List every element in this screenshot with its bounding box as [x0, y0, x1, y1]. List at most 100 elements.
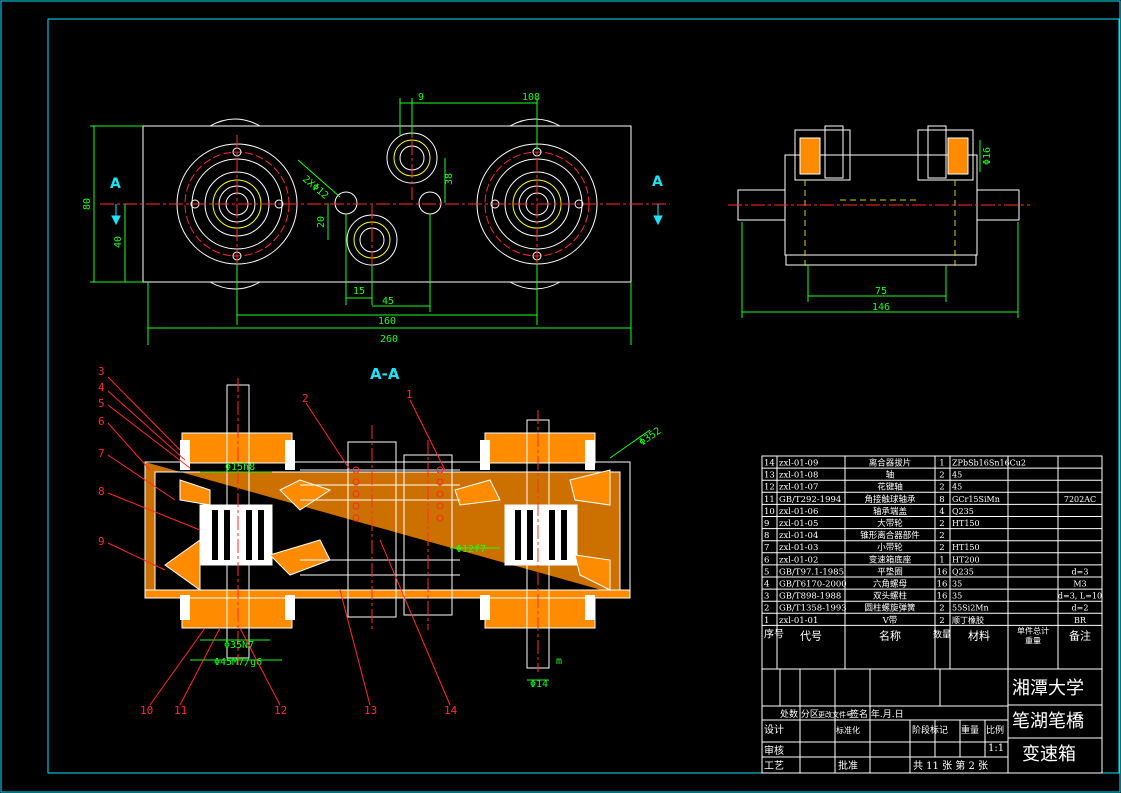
- section-mark-left: A: [110, 176, 121, 192]
- parts-header-code: 代号: [800, 629, 822, 642]
- parts-row-qty: 2: [939, 519, 944, 529]
- callout-5: 5: [98, 397, 105, 410]
- parts-row-code: zxl-01-08: [779, 471, 818, 481]
- dim-9: 9: [418, 92, 424, 103]
- parts-row-code: zxl-01-09: [779, 459, 818, 469]
- callout-14: 14: [444, 704, 458, 717]
- parts-row-code: zxl-01-02: [779, 555, 818, 565]
- parts-row-name: 锥形离合器部件: [860, 530, 920, 541]
- tb-stage: 阶段标记: [912, 724, 948, 736]
- parts-row-name: 平垫圈: [877, 566, 903, 577]
- dim-38: 38: [444, 173, 455, 185]
- parts-row-name: 角接触球轴承: [864, 494, 916, 505]
- dim-160: 160: [378, 316, 396, 327]
- callout-1: 1: [406, 388, 413, 401]
- callout-10: 10: [140, 704, 153, 717]
- dim-75: 75: [875, 286, 887, 297]
- section-title: A-A: [370, 365, 400, 383]
- dim-45: 45: [382, 296, 394, 307]
- parts-row-material: Q235: [952, 507, 974, 516]
- parts-row-no: 14: [764, 459, 775, 469]
- parts-row-no: 1: [764, 616, 769, 626]
- parts-header-qty: 数量: [933, 628, 951, 640]
- parts-row-qty: 2: [939, 543, 944, 553]
- tb-partition: 处数 分区: [780, 708, 819, 720]
- parts-header-material: 材料: [968, 628, 990, 642]
- tb-check: 审核: [764, 744, 784, 757]
- parts-row-material: 55Si2Mn: [952, 604, 989, 613]
- parts-row-qty: 1: [939, 555, 944, 565]
- dim-15: 15: [353, 286, 365, 297]
- parts-header-note: 备注: [1069, 628, 1091, 642]
- tb-design: 设计: [764, 723, 784, 736]
- parts-row-qty: 16: [937, 580, 948, 590]
- parts-row-code: zxl-01-05: [779, 519, 818, 529]
- parts-row-material: HT150: [952, 519, 980, 528]
- callout-2: 2: [302, 392, 309, 405]
- parts-row-code: zxl-01-01: [779, 616, 818, 626]
- parts-row-qty: 2: [939, 604, 944, 614]
- tb-drawing-name: 变速箱: [1022, 744, 1076, 765]
- parts-row-name: 变速箱底座: [869, 554, 912, 565]
- parts-row-code: GB/T6170-2000: [779, 580, 847, 590]
- section-view: A-A: [98, 365, 663, 717]
- dim-146: 146: [872, 302, 890, 313]
- parts-row-qty: 1: [939, 459, 944, 469]
- parts-row-material: HT150: [952, 543, 980, 552]
- parts-row-note: d=2: [1072, 604, 1089, 613]
- parts-row-code: GB/T898-1988: [779, 592, 841, 602]
- parts-row-material: Q235: [952, 567, 974, 576]
- parts-header-no: 序号: [764, 627, 784, 640]
- dim-phi16: Φ16: [982, 147, 993, 165]
- dim-260: 260: [380, 334, 398, 345]
- parts-row-no: 12: [764, 483, 775, 493]
- parts-row-qty: 4: [939, 507, 944, 517]
- parts-row-qty: 8: [939, 495, 944, 505]
- dim-phi45: Φ45M7/g6: [214, 657, 262, 668]
- dim-2x12: 2XΦ12: [300, 174, 330, 202]
- title-block: [761, 668, 1103, 774]
- parts-row-name: V带: [882, 616, 898, 626]
- parts-row-qty: 16: [937, 592, 948, 602]
- callout-11: 11: [174, 704, 187, 717]
- dim-108: 108: [522, 92, 540, 103]
- parts-row-no: 6: [764, 555, 769, 565]
- dim-phi14: Φ14: [530, 679, 548, 690]
- tb-school: 湘潭大学: [1012, 678, 1084, 699]
- dim-20: 20: [316, 216, 327, 228]
- side-view: 75 146 Φ16: [728, 125, 1030, 318]
- parts-row-no: 8: [764, 531, 769, 541]
- parts-row-material: 45: [952, 483, 962, 492]
- parts-row-qty: 2: [939, 616, 944, 626]
- parts-row-no: 11: [764, 495, 775, 505]
- tb-weight: 重量: [961, 724, 979, 736]
- dim-phi15h8: Φ15h8: [225, 462, 255, 473]
- tb-craft: 工艺: [764, 760, 784, 772]
- parts-row-name: 圆柱螺旋弹簧: [864, 603, 916, 614]
- dim-m: m: [556, 656, 562, 667]
- dim-40: 40: [113, 236, 124, 248]
- parts-row-name: 六角螺母: [873, 579, 907, 590]
- parts-row-name: 轴: [886, 470, 895, 481]
- tb-file: 更改文件号: [818, 710, 853, 719]
- parts-row-qty: 2: [939, 531, 944, 541]
- callout-12: 12: [274, 704, 287, 717]
- parts-row-material: ZPbSb16Sn16Cu2: [952, 459, 1026, 468]
- parts-row-no: 13: [764, 471, 775, 481]
- tb-product: 笔湖笔橋: [1012, 711, 1084, 732]
- parts-row-note: BR: [1074, 616, 1087, 625]
- parts-row-code: GB/T292-1994: [779, 495, 841, 505]
- section-mark-right: A: [652, 174, 663, 190]
- parts-row-note: d=3, L=10: [1058, 592, 1102, 601]
- parts-row-material: 35: [952, 592, 962, 601]
- parts-header-unit-total: 单件总计: [1017, 625, 1049, 635]
- parts-row-no: 5: [764, 567, 769, 577]
- tb-sheets: 共 11 张 第 2 张: [913, 759, 988, 772]
- parts-row-code: zxl-01-07: [779, 483, 818, 493]
- parts-row-name: 小带轮: [877, 542, 903, 553]
- callout-6: 6: [98, 415, 105, 428]
